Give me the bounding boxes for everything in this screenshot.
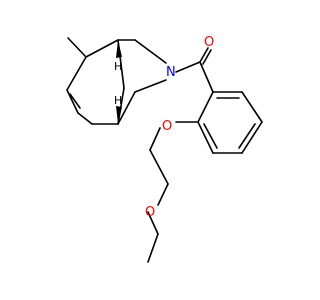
molecule-structure: N O O O H H [66, 35, 263, 263]
carbonyl-double-bond [202, 49, 212, 65]
carbonyl-oxygen-label: O [204, 35, 214, 50]
bond [147, 233, 159, 263]
nitrogen-atom-label: N [166, 65, 176, 80]
bond [149, 149, 169, 185]
ether-oxygen-label-2: O [145, 205, 155, 220]
aromatic-inner [238, 123, 256, 149]
ether-oxygen-label: O [162, 119, 172, 134]
bond [77, 112, 93, 125]
bond [147, 211, 159, 235]
bond [241, 121, 263, 154]
bond-carbonyl-aryl [199, 61, 214, 93]
pyrrolidine-ring [117, 39, 167, 125]
bond-n-carbonyl [175, 61, 201, 73]
bond [149, 127, 161, 151]
cyclohexene-ring [66, 39, 125, 125]
double-bond-inner [69, 93, 81, 109]
stereo-wedge-top [116, 40, 122, 58]
bond [85, 39, 119, 58]
bond [197, 121, 214, 154]
methyl-bond [67, 37, 87, 58]
bond [134, 39, 167, 64]
benzene-ring [197, 91, 263, 154]
bond [157, 183, 169, 206]
bond [66, 89, 79, 114]
carbonyl-double-bond [199, 47, 209, 63]
bond [66, 56, 87, 91]
bond [241, 91, 263, 123]
stereo-hydrogen-bottom: H [114, 94, 122, 107]
aromatic-inner [203, 123, 218, 149]
stereo-hydrogen-top: H [114, 60, 122, 73]
bond [197, 91, 214, 123]
stereo-wedge-bottom [116, 106, 122, 124]
bond [117, 91, 136, 125]
bond [134, 79, 167, 93]
